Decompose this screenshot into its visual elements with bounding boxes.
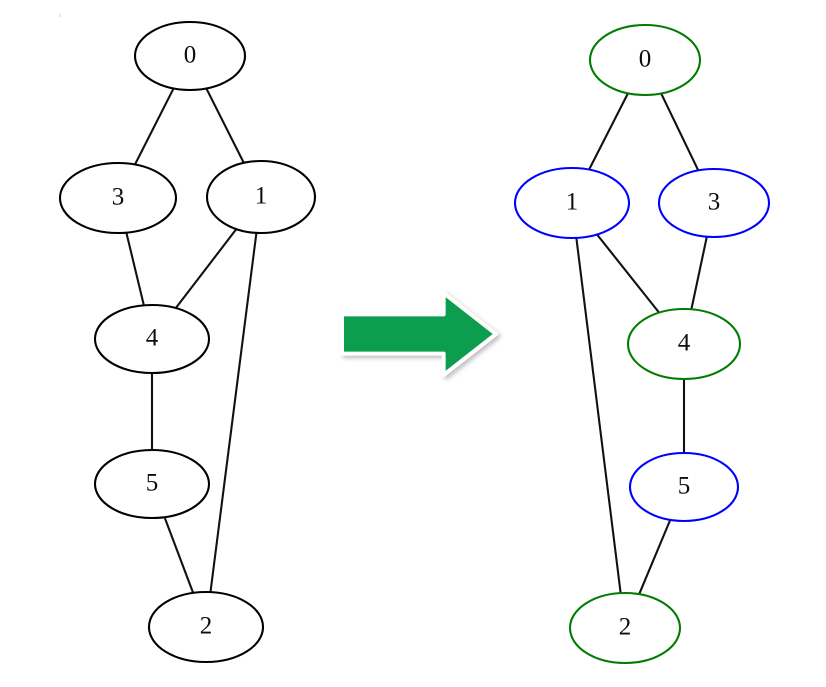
output-edge-1-4 — [595, 233, 661, 314]
output-edge-0-3 — [660, 92, 700, 172]
output-node-5-ellipse — [628, 451, 740, 523]
output-node-2-ellipse — [568, 591, 682, 665]
transform-arrow — [340, 291, 498, 377]
output-graph-nodes: 0 1 3 4 5 2 — [513, 23, 771, 665]
input-node-5-label: 5 — [146, 470, 159, 497]
input-node-1-label: 1 — [255, 183, 268, 210]
output-edge-5-2 — [638, 518, 672, 596]
output-graph-edges — [575, 92, 708, 596]
output-node-5[interactable]: 5 — [628, 451, 740, 523]
input-node-1[interactable]: 1 — [205, 159, 317, 235]
input-node-0[interactable]: 0 — [133, 20, 247, 92]
image-artifact-speck — [59, 14, 61, 17]
input-edge-3-4 — [125, 231, 145, 307]
output-node-2-label: 2 — [619, 614, 632, 641]
output-node-4-ellipse — [626, 307, 742, 381]
input-node-4-label: 4 — [146, 325, 159, 352]
input-graph-nodes: 0 3 1 4 5 2 — [58, 20, 317, 664]
output-edge-3-4 — [690, 235, 708, 311]
input-node-2[interactable]: 2 — [147, 590, 265, 664]
input-node-0-label: 0 — [184, 42, 197, 69]
output-node-0[interactable]: 0 — [588, 23, 702, 97]
input-edge-5-2 — [163, 516, 195, 594]
input-node-3[interactable]: 3 — [58, 161, 178, 235]
input-edge-1-2 — [209, 231, 258, 594]
input-node-3-ellipse — [58, 161, 178, 235]
input-node-1-ellipse — [205, 159, 317, 235]
output-node-2[interactable]: 2 — [568, 591, 682, 665]
input-node-0-ellipse — [133, 20, 247, 92]
input-node-2-ellipse — [147, 590, 265, 664]
output-edge-0-1 — [587, 92, 630, 171]
output-node-3-ellipse — [657, 167, 771, 239]
output-node-1[interactable]: 1 — [513, 166, 631, 240]
output-node-3[interactable]: 3 — [657, 167, 771, 239]
input-edge-0-3 — [133, 87, 175, 166]
input-node-4-ellipse — [93, 303, 211, 375]
output-node-0-ellipse — [588, 23, 702, 97]
input-node-5[interactable]: 5 — [93, 448, 211, 520]
input-edge-0-1 — [205, 87, 245, 164]
input-node-5-ellipse — [93, 448, 211, 520]
output-node-4[interactable]: 4 — [626, 307, 742, 381]
input-node-4[interactable]: 4 — [93, 303, 211, 375]
output-node-3-label: 3 — [708, 189, 721, 216]
input-node-2-label: 2 — [200, 613, 213, 640]
output-node-4-label: 4 — [678, 330, 691, 357]
transform-arrow-shape — [340, 291, 498, 377]
output-node-1-label: 1 — [566, 189, 579, 216]
output-edge-1-2 — [575, 236, 622, 595]
input-graph-edges — [125, 87, 258, 594]
output-node-5-label: 5 — [678, 473, 691, 500]
input-node-3-label: 3 — [112, 184, 125, 211]
input-edge-1-4 — [174, 227, 238, 310]
output-node-0-label: 0 — [639, 46, 652, 73]
output-node-1-ellipse — [513, 166, 631, 240]
